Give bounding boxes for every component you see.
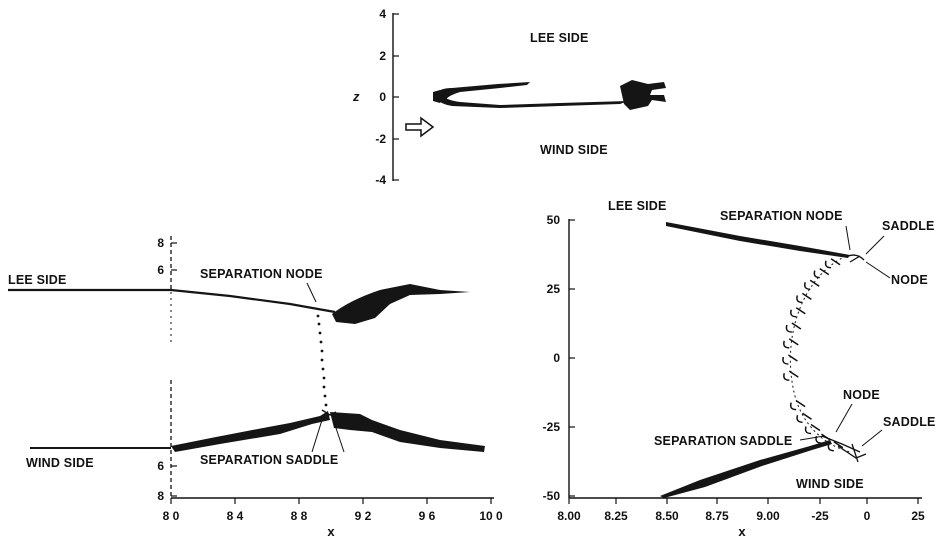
right-y-tick-50: 50 (547, 213, 561, 227)
right-x-tick-neg25: -25 (811, 509, 829, 523)
separation-hook-mark (783, 338, 799, 349)
top-body-silhouette (433, 80, 666, 110)
separation-hook-mark (813, 267, 830, 279)
left-x-ticks: 8 0 8 4 8 8 9 2 9 6 10 0 (163, 498, 503, 523)
right-x-axis-label: x (738, 524, 746, 539)
top-y-tick-2: 2 (379, 49, 386, 63)
right-saddle-top-label: SADDLE (882, 219, 935, 233)
left-x-tick-8.4: 8 4 (227, 509, 244, 523)
right-separation-saddle-label: SEPARATION SADDLE (654, 434, 792, 448)
left-lee-side-streamline (8, 288, 336, 314)
separation-hook-mark (783, 370, 799, 381)
separation-hook-mark (827, 441, 844, 452)
top-view-panel: 4 2 0 -2 -4 z LEE SIDE WIND SIDE (352, 7, 666, 187)
separation-hook-mark (804, 423, 821, 435)
right-y-tick-25: 25 (547, 282, 561, 296)
separation-hook-mark (796, 412, 812, 423)
left-y-tick-8-top: 8 (157, 236, 164, 250)
right-x-ticks: 8.00 8.25 8.50 8.75 9.00 -25 0 25 (557, 498, 925, 523)
right-x-tick-8.75: 8.75 (705, 509, 729, 523)
left-x-tick-9.2: 9 2 (355, 509, 372, 523)
right-separation-curve (789, 255, 851, 453)
right-x-tick-0: 0 (864, 509, 871, 523)
top-y-tick-neg4: -4 (375, 173, 386, 187)
right-node-top-marker (845, 254, 865, 263)
right-y-tick-0: 0 (553, 351, 560, 365)
separation-hook-mark (785, 322, 802, 333)
right-separation-hooks (782, 258, 844, 452)
top-z-label: z (352, 89, 360, 104)
top-lee-side-label: LEE SIDE (530, 31, 589, 45)
top-y-tick-0: 0 (379, 90, 386, 104)
separation-hook-mark (789, 399, 806, 411)
left-separation-line-dots (316, 314, 328, 407)
left-x-tick-8.8: 8 8 (291, 509, 308, 523)
left-lower-vortex-a (171, 411, 330, 452)
separation-hook-mark (804, 279, 820, 290)
right-x-tick-8.50: 8.50 (655, 509, 679, 523)
right-y-ticks: 50 25 0 -25 -50 (543, 213, 575, 503)
right-y-tick-neg25: -25 (543, 420, 561, 434)
top-wind-side-label: WIND SIDE (540, 143, 608, 157)
right-view-panel: 50 25 0 -25 -50 8.00 8.25 8.50 8.75 9.00… (543, 199, 936, 539)
separation-hook-mark (782, 354, 798, 365)
right-x-tick-8.25: 8.25 (604, 509, 628, 523)
left-x-tick-10.0: 10 0 (479, 509, 503, 523)
right-wind-side-streamline (660, 440, 832, 498)
separation-hook-mark (824, 258, 841, 269)
left-view-panel: 8 6 6 8 8 0 8 4 8 8 9 2 9 6 10 0 x (8, 236, 503, 539)
right-saddle-bottom-label: SADDLE (883, 415, 936, 429)
left-y-tick-8-bottom: 8 (157, 489, 164, 503)
top-y-ticks: 4 2 0 -2 -4 (375, 7, 399, 187)
right-saddle-bottom-marker (821, 435, 867, 463)
right-node-top-label: NODE (891, 273, 928, 287)
right-wind-side-label: WIND SIDE (796, 477, 864, 491)
left-lower-vortex-b (330, 412, 485, 452)
separation-hook-mark (790, 307, 806, 318)
flow-direction-arrow-icon (405, 116, 435, 138)
left-x-tick-9.6: 9 6 (419, 509, 436, 523)
right-separation-node-label: SEPARATION NODE (720, 209, 843, 223)
right-lee-side-label: LEE SIDE (608, 199, 667, 213)
top-y-tick-4: 4 (379, 7, 386, 21)
left-y-tick-6-top: 6 (157, 263, 164, 277)
separation-hook-mark (796, 292, 812, 304)
left-separation-node-label: SEPARATION NODE (200, 267, 323, 281)
top-y-tick-neg2: -2 (375, 132, 386, 146)
left-lee-side-label: LEE SIDE (8, 273, 67, 287)
left-separation-saddle-label: SEPARATION SADDLE (200, 453, 338, 467)
right-node-bottom-label: NODE (843, 388, 880, 402)
right-x-tick-25: 25 (911, 509, 925, 523)
right-x-tick-8.00: 8.00 (557, 509, 581, 523)
right-x-tick-9.00: 9.00 (756, 509, 780, 523)
left-upper-vortex (332, 284, 470, 324)
left-x-tick-8.0: 8 0 (163, 509, 180, 523)
left-y-tick-6-bottom: 6 (157, 459, 164, 473)
left-x-axis-label: x (327, 524, 335, 539)
right-lee-side-streamline (666, 222, 850, 258)
left-wind-side-label: WIND SIDE (26, 456, 94, 470)
right-y-tick-neg50: -50 (543, 489, 561, 503)
